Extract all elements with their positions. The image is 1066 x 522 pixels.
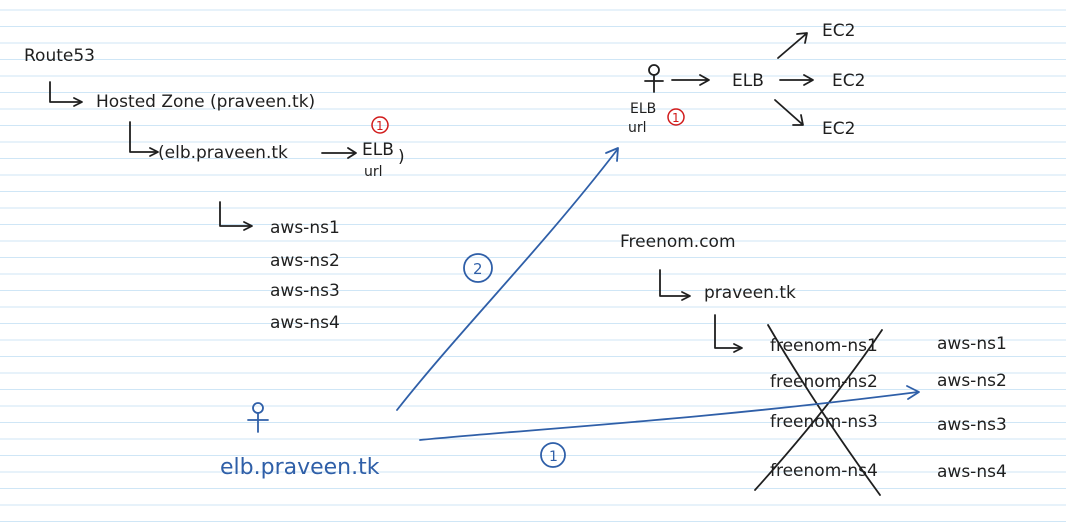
- step1-arrow-line: [419, 391, 919, 441]
- route53-ns-4: aws-ns4: [270, 313, 340, 333]
- cross-out-stroke-1: [767, 324, 881, 496]
- ec2-top: EC2: [822, 21, 855, 41]
- elb-arrow-ec2-top: [777, 32, 808, 59]
- freenom-title: Freenom.com: [620, 232, 736, 252]
- elb-url-label-1: ELB: [630, 101, 656, 117]
- route53-ns-2: aws-ns2: [270, 251, 340, 271]
- step1-circle: [540, 442, 566, 468]
- step2-arrow-head: [605, 147, 619, 162]
- record-target-sub: url: [364, 164, 383, 180]
- step1-label: 1: [549, 449, 558, 465]
- cross-out-stroke-2: [754, 329, 883, 491]
- elb-arrow-ec2-bottom: [774, 99, 804, 126]
- freenom-ns-4: freenom-ns4: [770, 461, 878, 481]
- red-marker-left: 1: [376, 119, 384, 133]
- route53-ns-1: aws-ns1: [270, 218, 340, 238]
- person-icon: [644, 64, 664, 93]
- route53-ns-3: aws-ns3: [270, 281, 340, 301]
- red-marker-circle-right: [667, 108, 685, 126]
- tree-arrow-freenom-domain: [681, 291, 691, 301]
- freenom-aws-ns-4: aws-ns4: [937, 462, 1007, 482]
- tree-connector-hosted-zone: [49, 81, 81, 103]
- freenom-aws-ns-1: aws-ns1: [937, 334, 1007, 354]
- red-marker-right: 1: [672, 111, 680, 125]
- tree-connector-ns: [219, 201, 251, 227]
- freenom-ns-3: freenom-ns3: [770, 412, 878, 432]
- red-marker-circle-left: [371, 116, 389, 134]
- tree-arrow-record: [149, 147, 159, 157]
- elb-arrow-ec2-mid: [779, 74, 814, 86]
- tree-arrow-ns: [243, 221, 253, 231]
- tree-arrow-hosted-zone: [73, 97, 83, 107]
- ruled-lines: [0, 9, 1066, 522]
- step2-circle: [463, 253, 493, 283]
- record-target: ELB: [362, 140, 394, 160]
- step1-arrow-head: [906, 385, 920, 400]
- record-close-paren: ): [398, 147, 405, 167]
- tree-connector-freenom-ns: [714, 314, 741, 349]
- freenom-ns-1: freenom-ns1: [770, 336, 878, 356]
- record-domain: (elb.praveen.tk: [158, 143, 288, 163]
- hosted-zone-label: Hosted Zone (praveen.tk): [96, 92, 315, 112]
- freenom-domain: praveen.tk: [704, 283, 796, 303]
- ec2-bottom: EC2: [822, 119, 855, 139]
- tree-connector-freenom-domain: [659, 269, 689, 297]
- route53-title: Route53: [24, 46, 95, 66]
- step2-arrow-line: [396, 149, 618, 411]
- freenom-aws-ns-3: aws-ns3: [937, 415, 1007, 435]
- tree-arrow-freenom-ns: [733, 343, 743, 353]
- ec2-mid: EC2: [832, 71, 865, 91]
- elb-node: ELB: [732, 71, 764, 91]
- freenom-ns-2: freenom-ns2: [770, 372, 878, 392]
- person-icon: [247, 402, 269, 433]
- elb-url-label-2: url: [628, 120, 647, 136]
- record-arrow: [321, 147, 357, 159]
- client-query: elb.praveen.tk: [220, 455, 380, 480]
- tree-connector-record: [129, 121, 157, 153]
- step2-label: 2: [473, 260, 483, 278]
- freenom-aws-ns-2: aws-ns2: [937, 371, 1007, 391]
- user-to-elb-arrow: [671, 74, 710, 86]
